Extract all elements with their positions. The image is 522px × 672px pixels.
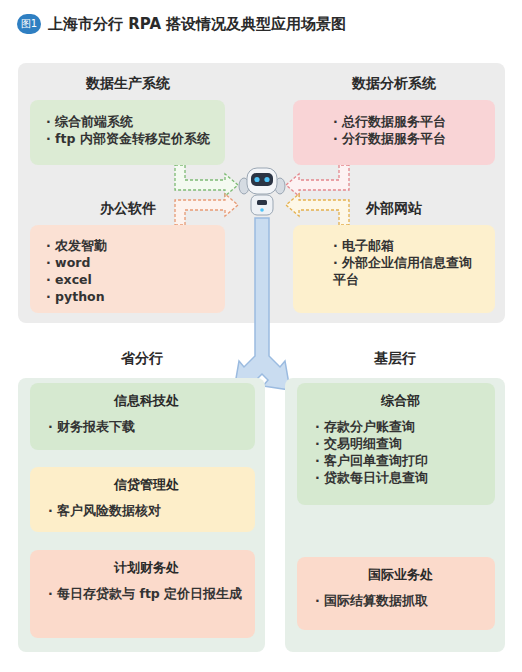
diagram-title: 上海市分行 RPA 搭设情况及典型应用场景图 (48, 13, 346, 35)
box-heading: 信贷管理处 (48, 476, 245, 494)
group-heading: 外部网站 (293, 199, 495, 217)
box-heading: 信息科技处 (48, 392, 245, 410)
box-heading: 计划财务处 (48, 559, 245, 577)
input-arrow (175, 165, 238, 196)
bullet-item: · 每日存贷款与 ftp 定价日报生成 (48, 585, 245, 602)
bullet-item: · 分行数据服务平台 (333, 130, 485, 147)
input-arrow (286, 165, 349, 196)
group-heading: 省分行 (18, 349, 265, 367)
input-arrow (175, 194, 238, 225)
bullet-item: · 存款分户账查询 (315, 418, 485, 435)
group-heading: 数据生产系统 (30, 74, 225, 92)
department-box: 信息科技处 · 财务报表下载 (30, 383, 255, 450)
bullet-item: · word (46, 254, 215, 271)
box-heading: 国际业务处 (315, 566, 485, 584)
figure-badge: 图1 (17, 14, 41, 34)
department-box: 综合部 · 存款分户账查询· 交易明细查询· 客户回单查询打印· 贷款每日计息查询 (297, 383, 495, 505)
box-heading: 综合部 (315, 392, 485, 410)
bullet-item: · 农发智勤 (46, 237, 215, 254)
department-box: 计划财务处 · 每日存贷款与 ftp 定价日报生成 (30, 550, 255, 638)
bullet-item: · 外部企业信用信息查询平台 (333, 254, 485, 288)
group-box: 外部网站· 电子邮箱· 外部企业信用信息查询平台 (293, 225, 495, 313)
bullet-item: · python (46, 288, 215, 305)
bullet-item: · 总行数据服务平台 (333, 113, 485, 130)
group-box: 基层行综合部· 存款分户账查询· 交易明细查询· 客户回单查询打印· 贷款每日计… (285, 378, 505, 652)
bullet-item: · 交易明细查询 (315, 435, 485, 452)
bullet-item: · 财务报表下载 (48, 418, 245, 435)
bullet-item: · 贷款每日计息查询 (315, 469, 485, 486)
bullet-item: · 电子邮箱 (333, 237, 485, 254)
group-heading: 办公软件 (30, 199, 225, 217)
bullet-item: · excel (46, 271, 215, 288)
department-box: 国际业务处 · 国际结算数据抓取 (297, 557, 495, 630)
output-arrow (234, 218, 290, 390)
bullet-item: · 综合前端系统 (46, 113, 215, 130)
input-arrow (286, 194, 349, 225)
group-heading: 数据分析系统 (293, 74, 495, 92)
bullet-item: · 客户回单查询打印 (315, 452, 485, 469)
group-box: 数据分析系统· 总行数据服务平台· 分行数据服务平台 (293, 100, 495, 165)
group-heading: 基层行 (285, 349, 505, 367)
bullet-item: · ftp 内部资金转移定价系统 (46, 130, 215, 147)
robot (239, 168, 285, 215)
group-box: 数据生产系统· 综合前端系统· ftp 内部资金转移定价系统 (30, 100, 225, 165)
group-box: 办公软件· 农发智勤· word· excel· python (30, 225, 225, 313)
department-box: 信贷管理处 · 客户风险数据核对 (30, 467, 255, 532)
bullet-item: · 客户风险数据核对 (48, 502, 245, 519)
group-box: 省分行信息科技处· 财务报表下载信贷管理处· 客户风险数据核对计划财务处· 每日… (18, 378, 265, 652)
bullet-item: · 国际结算数据抓取 (315, 592, 485, 609)
